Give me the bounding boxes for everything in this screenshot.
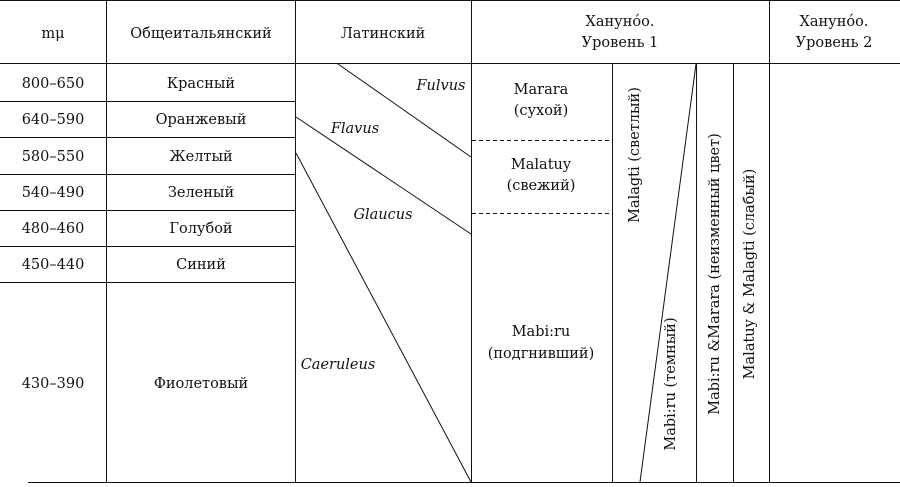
color-name: Зеленый [168, 185, 234, 201]
hanunoo-term-mabiru: Mabi:ru [512, 324, 571, 340]
wavelength-range: 430–390 [22, 376, 85, 392]
color-name: Голубой [169, 221, 232, 237]
vertical-label-malagti-light: Malagti (светлый) [627, 87, 643, 223]
wavelength-range: 480–460 [22, 221, 85, 237]
color-name: Оранжевый [156, 112, 247, 128]
vertical-label-mabiru-dark: Mabi:ru (темный) [663, 317, 679, 450]
latin-boundary-line [295, 152, 472, 483]
vertical-label-malatuy-malagti: Malatuy & Malagti (слабый) [742, 169, 758, 380]
wavelength-range: 540–490 [22, 185, 85, 201]
header-common-italian: Общеитальянский [130, 26, 271, 42]
header-hanunoo-level2-line2: Уровень 2 [796, 35, 873, 51]
latin-term-flavus: Flavus [330, 121, 379, 137]
color-name: Желтый [169, 149, 232, 165]
color-name: Фиолетовый [154, 376, 248, 392]
hanunoo-gloss-malatuy: (свежий) [507, 178, 576, 194]
light-dark-boundary-line [639, 63, 697, 483]
hanunoo-term-malatuy: Malatuy [511, 157, 572, 173]
hanunoo-gloss-mabiru: (подгнивший) [488, 346, 595, 362]
latin-boundary-line [295, 116, 472, 235]
color-name: Синий [176, 257, 226, 273]
latin-term-glaucus: Glaucus [353, 207, 412, 223]
header-hanunoo-level1-line2: Уровень 1 [582, 35, 659, 51]
latin-boundary-line [337, 63, 472, 158]
latin-term-caeruleus: Caeruleus [301, 357, 376, 373]
vertical-label-mabiru-marara: Mabi:ru &Marara (неизменный цвет) [707, 133, 723, 415]
color-name: Красный [167, 76, 235, 92]
wavelength-range: 580–550 [22, 149, 85, 165]
header-wavelength: mμ [41, 26, 64, 42]
hanunoo-term-marara: Marara [514, 82, 569, 98]
header-hanunoo-level1-line1: Ханунóо. [586, 14, 655, 30]
wavelength-range: 800–650 [22, 76, 85, 92]
wavelength-range: 640–590 [22, 112, 85, 128]
wavelength-range: 450–440 [22, 257, 85, 273]
latin-term-fulvus: Fulvus [415, 78, 465, 94]
header-hanunoo-level2-line1: Ханунóо. [800, 14, 869, 30]
header-latin: Латинский [341, 26, 426, 42]
hanunoo-gloss-marara: (сухой) [514, 103, 569, 119]
